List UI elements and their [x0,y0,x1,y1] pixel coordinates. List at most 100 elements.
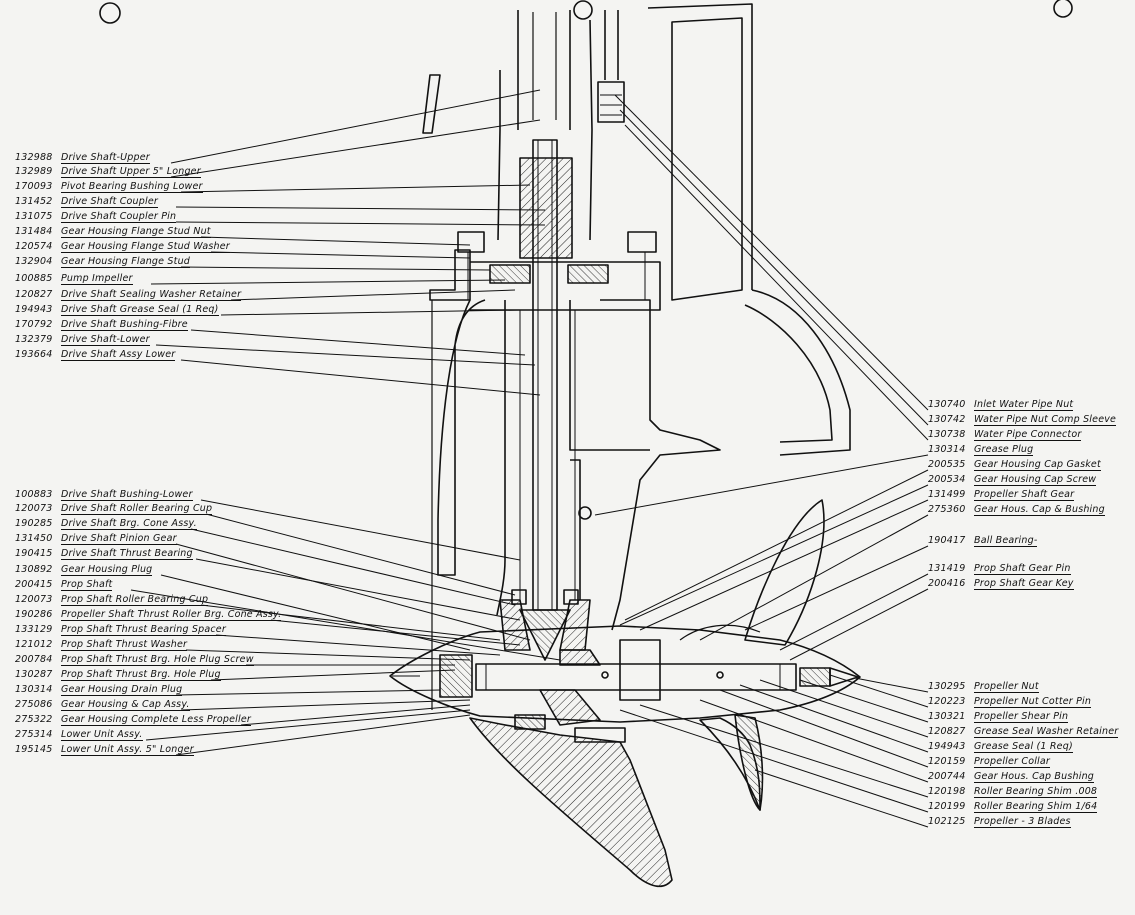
part-number: 200415 [15,579,53,590]
part-description: Prop Shaft Thrust Washer [61,639,188,651]
part-number: 194943 [15,304,53,315]
leader-line [594,454,929,516]
part-description: Prop Shaft Gear Key [974,578,1074,590]
leader-line [614,94,929,411]
part-label-left: 131484 Gear Housing Flange Stud Nut [15,226,211,238]
part-number: 120827 [928,726,966,737]
part-label-left: 131452 Drive Shaft Coupler [15,196,158,208]
part-description: Propeller Shaft Thrust Roller Brg. Cone … [61,609,282,621]
part-number: 190417 [928,535,966,546]
part-number: 132989 [15,166,53,177]
leader-line [639,704,929,798]
part-description: Propeller Nut Cotter Pin [974,696,1092,708]
part-description: Drive Shaft Pinion Gear [61,533,177,545]
part-number: 130740 [928,399,966,410]
part-label-right: 120223 Propeller Nut Cotter Pin [928,696,1092,708]
part-description: Prop Shaft Thrust Bearing Spacer [61,624,226,636]
mounting-hole [99,2,121,24]
part-number: 170792 [15,319,53,330]
part-number: 100885 [15,273,53,284]
part-description: Drive Shaft Upper 5" Longer [61,166,201,178]
leader-line [195,558,521,621]
part-number: 102125 [928,816,966,827]
leader-line [619,109,929,426]
part-label-left: 275314 Lower Unit Assy. [15,729,143,741]
part-description: Gear Housing & Cap Assy. [61,699,190,711]
leader-line [130,589,561,661]
part-description: Gear Hous. Cap Bushing [974,771,1095,783]
leader-line [175,206,546,211]
part-description: Prop Shaft [61,579,113,591]
part-description: Water Pipe Nut Comp Sleeve [974,414,1117,426]
mounting-hole [573,0,593,20]
leader-line [739,684,929,753]
part-number: 190415 [15,548,53,559]
part-description: Propeller Shear Pin [974,711,1069,723]
leader-line [719,689,929,768]
part-number: 200535 [928,459,966,470]
part-description: Gear Housing Flange Stud Washer [61,241,230,253]
part-number: 133129 [15,624,53,635]
leader-line [230,289,516,301]
leader-line [145,709,471,741]
leader-line [150,279,506,285]
leader-line [754,769,929,828]
part-number: 130287 [15,669,53,680]
part-description: Gear Housing Drain Plug [61,684,183,696]
leader-line [180,266,491,271]
part-label-left: 130314 Gear Housing Drain Plug [15,684,183,696]
part-number: 131452 [15,196,53,207]
part-description: Drive Shaft Roller Bearing Cup [61,503,213,515]
part-number: 130738 [928,429,966,440]
part-number: 120223 [928,696,966,707]
part-description: Lower Unit Assy. [61,729,143,741]
part-number: 120198 [928,786,966,797]
leader-line [220,309,521,316]
part-number: 130314 [15,684,53,695]
leader-line [175,543,531,641]
part-number: 194943 [928,741,966,752]
part-number: 130295 [928,681,966,692]
leader-line [175,221,546,226]
part-number: 130742 [928,414,966,425]
leader-line [619,709,929,813]
part-description: Grease Seal (1 Req) [974,741,1073,753]
part-description: Propeller Collar [974,756,1051,768]
part-description: Prop Shaft Thrust Brg. Hole Plug Screw [61,654,254,666]
part-description: Gear Housing Flange Stud Nut [61,226,211,238]
part-number: 193664 [15,349,53,360]
part-number: 131499 [928,489,966,500]
part-description: Prop Shaft Gear Pin [974,563,1071,575]
part-number: 200744 [928,771,966,782]
part-description: Drive Shaft Coupler Pin [61,211,177,223]
leader-line [205,513,516,596]
part-number: 131484 [15,226,53,237]
part-description: Propeller Nut [974,681,1039,693]
part-number: 275314 [15,729,53,740]
leader-line [270,619,521,646]
part-number: 275086 [15,699,53,710]
part-description: Drive Shaft Coupler [61,196,158,208]
